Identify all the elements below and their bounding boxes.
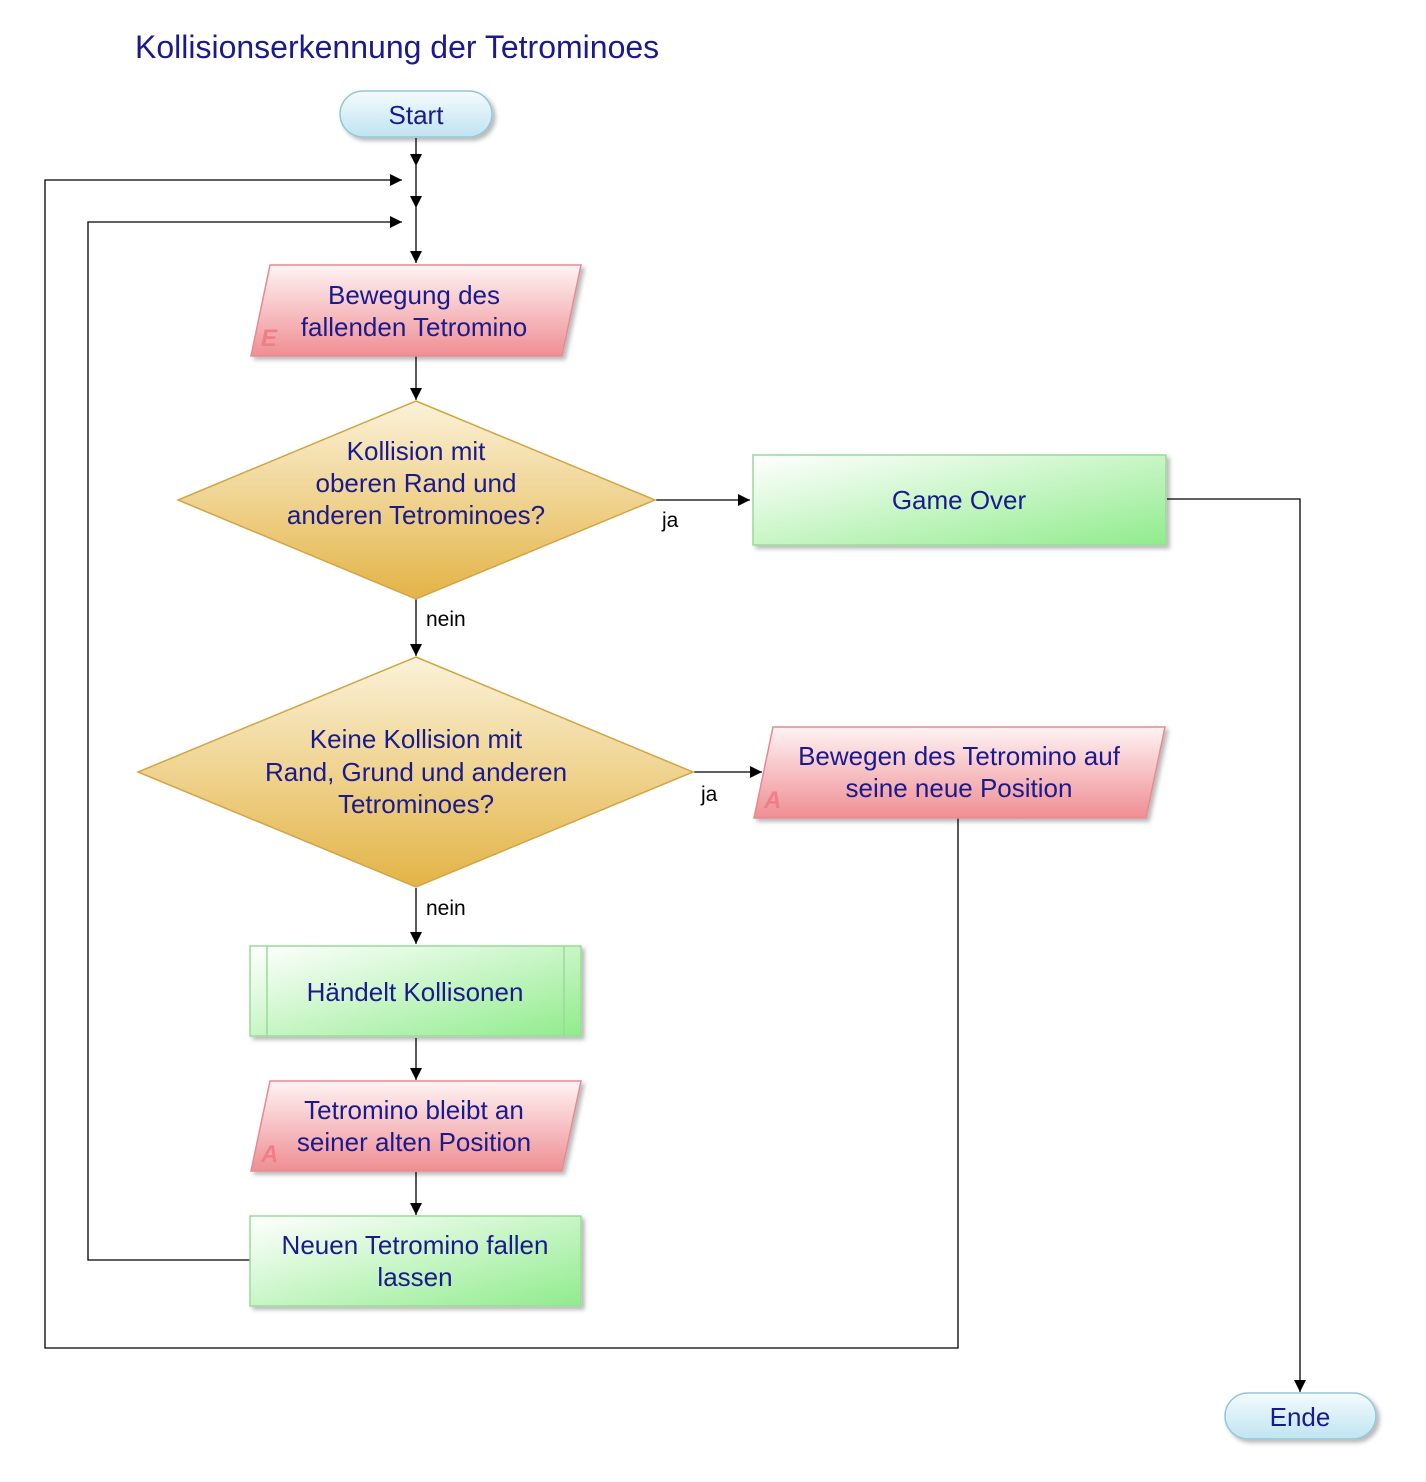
output-stay-line-2: seiner alten Position — [297, 1127, 531, 1157]
decision-free-line-3: Tetrominoes? — [338, 789, 494, 819]
output-move-node: Bewegen des Tetromino auf seine neue Pos… — [753, 726, 1166, 819]
decision-no-collision: Keine Kollision mit Rand, Grund und ande… — [136, 656, 695, 888]
input-movement-line-2: fallenden Tetromino — [301, 312, 527, 342]
end-label: Ende — [1270, 1402, 1331, 1432]
output-move-line-1: Bewegen des Tetromino auf — [798, 741, 1121, 771]
output-stay-line-1: Tetromino bleibt an — [304, 1095, 524, 1125]
game-over-node: Game Over — [752, 454, 1167, 546]
new-tetromino-line-1: Neuen Tetromino fallen — [282, 1230, 549, 1260]
decision-free-line-1: Keine Kollision mit — [310, 724, 523, 754]
decision-free-line-2: Rand, Grund und anderen — [265, 757, 567, 787]
loop-back-edge-inner — [87, 216, 402, 1261]
output-move-marker: A — [763, 787, 781, 814]
handle-collisions-node: Händelt Kollisonen — [249, 945, 582, 1037]
input-movement-line-1: Bewegung des — [328, 280, 500, 310]
decision-top-collision: Kollision mit oberen Rand und anderen Te… — [176, 400, 657, 600]
decision-top-line-1: Kollision mit — [347, 436, 486, 466]
edge-label-free-no: nein — [426, 897, 466, 920]
start-label: Start — [389, 100, 445, 130]
new-tetromino-line-2: lassen — [377, 1262, 452, 1292]
start-terminator: Start — [339, 90, 493, 138]
loop-back-edge-outer — [44, 174, 959, 1349]
handle-collisions-label: Händelt Kollisonen — [307, 977, 524, 1007]
input-movement-node: Bewegung des fallenden Tetromino E — [250, 264, 582, 357]
diagram-title: Kollisionserkennung der Tetrominoes — [135, 29, 659, 65]
output-stay-marker: A — [260, 1141, 278, 1168]
output-stay-node: Tetromino bleibt an seiner alten Positio… — [250, 1080, 582, 1172]
decision-top-line-3: anderen Tetrominoes? — [287, 500, 545, 530]
connectors — [44, 138, 1306, 1392]
output-move-line-2: seine neue Position — [846, 773, 1073, 803]
game-over-to-end-edge — [1167, 498, 1306, 1392]
decision-top-line-2: oberen Rand und — [316, 468, 517, 498]
end-terminator: Ende — [1224, 1392, 1377, 1440]
game-over-label: Game Over — [892, 485, 1027, 515]
edge-label-top-no: nein — [426, 608, 466, 631]
input-marker: E — [261, 325, 278, 352]
edge-label-top-yes: ja — [661, 509, 679, 532]
edge-label-free-yes: ja — [700, 783, 718, 806]
new-tetromino-node: Neuen Tetromino fallen lassen — [249, 1215, 582, 1307]
